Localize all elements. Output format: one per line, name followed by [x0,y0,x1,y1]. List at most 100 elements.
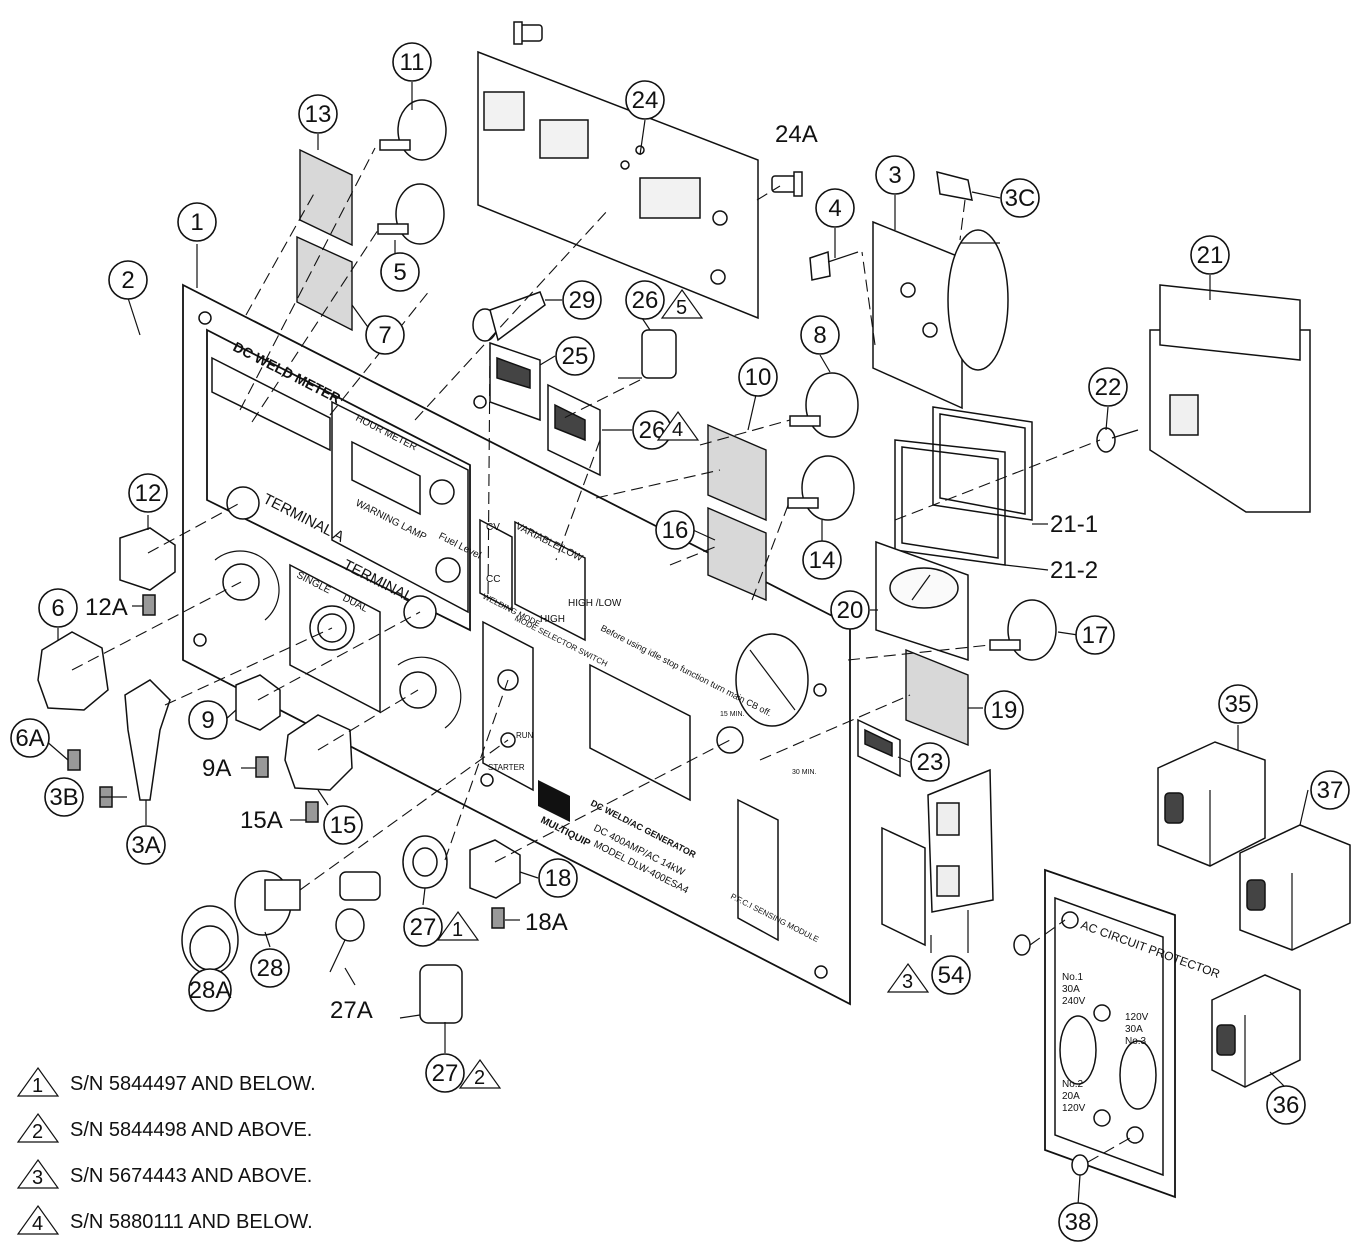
cb1-amps: 30A [1062,984,1080,995]
callout-3: 3 [875,155,915,195]
callout-28a: 28A [188,968,232,1012]
breaker-36 [1211,974,1301,1088]
callout-circle [562,280,602,320]
gasket-21-1 [932,406,1033,521]
knob-15 [284,714,353,791]
note-2-text: S/N 5844498 AND ABOVE. [70,1119,312,1141]
handle-3a [124,679,171,801]
main-circuit-breaker [1149,284,1311,513]
callout-circle [815,188,855,228]
breaker-37 [1239,824,1351,951]
callout-circle [625,280,665,320]
idle-control-plate [872,220,1009,410]
cb2-amps: 20A [1062,1091,1080,1102]
callout-circle [875,155,915,195]
cb2-no: No.2 [1062,1079,1084,1090]
run-label: RUN [516,731,534,740]
callout-number: 11 [400,49,425,76]
callout-number: 9 [201,707,214,734]
callout-3c: 3C [1000,178,1040,218]
callout-circle [830,590,870,630]
callout-circle [1218,684,1258,724]
callout-number: 13 [305,101,332,128]
svg-text:1: 1 [452,919,463,941]
callout-circle [10,718,50,758]
callout-7: 7 [365,315,405,355]
breaker-35 [1157,741,1266,867]
note-3-text: S/N 5674443 AND ABOVE. [70,1165,312,1187]
revision-marks: 5 4 1 2 3 [436,288,930,1089]
callout-number: 26 [632,287,659,314]
callout-number: 29 [569,287,596,314]
gasket-21-2 [894,439,1006,566]
pcb-screw-24a [771,171,803,197]
callout-number: 38 [1065,1209,1092,1236]
assembly-lines [71,147,1131,1163]
callout-17: 17 [1075,615,1115,655]
screw-22 [1096,427,1139,453]
knob-9 [235,674,281,731]
callout-circle [365,315,405,355]
starter-switch-28 [234,870,301,936]
foam-pad-16 [707,506,767,602]
callout-circle [1266,1085,1306,1125]
label-27a: 27A [330,997,373,1024]
callout-number: 3C [1005,185,1036,212]
note-4-text: S/N 5880111 AND BELOW. [70,1211,313,1233]
control-pcb [477,50,759,320]
callout-18: 18 [538,858,578,898]
label-9a: 9A [202,755,231,782]
callout-number: 27 [432,1060,459,1087]
knob-11 [379,99,447,161]
callout-5: 5 [380,252,420,292]
svg-text:4: 4 [672,419,683,441]
callout-3a: 3A [126,825,166,865]
ac-protector-panel: AC CIRCUIT PROTECTOR No.1 30A 240V 120V … [1044,868,1222,1199]
callout-2: 2 [108,260,148,300]
callout-number: 8 [813,322,826,349]
knob-8 [789,372,859,438]
callout-circle [1000,178,1040,218]
note-4: 4 S/N 5880111 AND BELOW. [16,1204,313,1235]
label-24a: 24A [775,121,818,148]
callout-number: 1 [190,209,203,236]
callout-circle [188,700,228,740]
svg-text:3: 3 [902,971,913,993]
callout-16: 16 [655,510,695,550]
callout-number: 12 [135,480,162,507]
screws-38 [1013,934,1089,1176]
cb1-volts: 240V [1062,996,1086,1007]
cb2-volts: 120V [1062,1103,1086,1114]
callout-circle [1075,615,1115,655]
callout-circle [44,777,84,817]
callout-14: 14 [802,540,842,580]
callout-number: 28A [189,977,232,1004]
knob-17 [989,599,1057,661]
callout-number: 37 [1317,777,1344,804]
free-labels: 24A 12A 9A 15A 18A 27A 21-1 21-2 [85,121,1098,1024]
cv-label: CV [486,522,500,533]
callout-20: 20 [830,590,870,630]
callout-36: 36 [1266,1085,1306,1125]
callout-10: 10 [738,357,778,397]
callout-circle [128,473,168,513]
callout-19: 19 [984,690,1024,730]
high-low-label: HIGH /LOW [568,598,622,609]
rev-mark-1: 1 [436,910,480,941]
callout-28: 28 [250,948,290,988]
callout-number: 35 [1225,691,1252,718]
callout-circle [403,907,443,947]
callout-3b: 3B [44,777,84,817]
callout-number: 28 [257,955,284,982]
rev-mark-3: 3 [886,962,930,993]
foam-pad-19 [905,648,969,747]
callout-12: 12 [128,473,168,513]
label-21-2: 21-2 [1050,557,1098,584]
note-2: 2 S/N 5844498 AND ABOVE. [16,1112,312,1143]
callout-6a: 6A [10,718,50,758]
30-min-label: 30 MIN. [792,769,817,776]
callout-number: 2 [121,267,134,294]
callout-25: 25 [555,336,595,376]
callout-number: 6A [15,725,44,752]
callout-6: 6 [38,588,78,628]
